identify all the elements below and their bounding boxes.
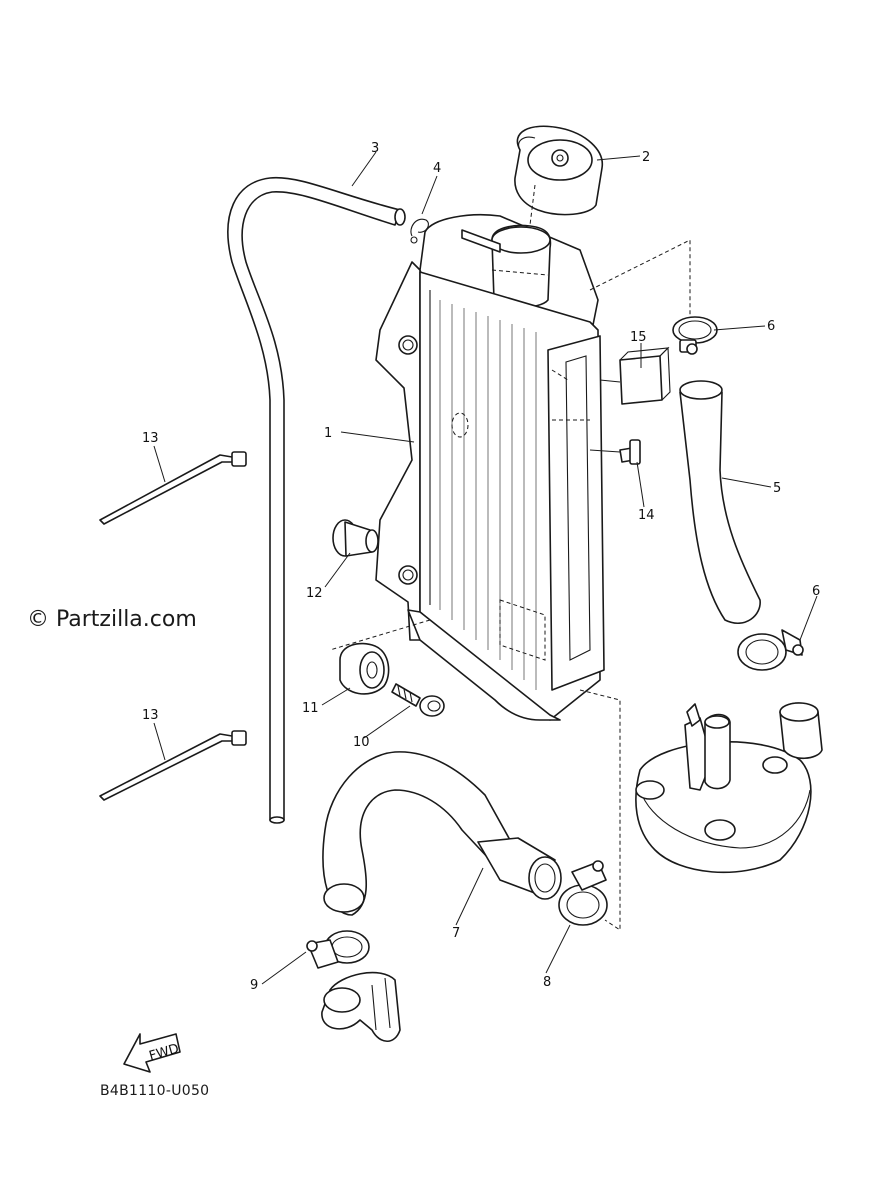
callout-4: 4 <box>433 161 441 176</box>
radiator-cap-part <box>514 125 603 216</box>
forward-direction-arrow: FWD <box>123 1033 181 1073</box>
hose-clamp-8-part <box>558 860 608 926</box>
bolt-small-part <box>589 439 641 465</box>
callout-8: 8 <box>543 975 551 990</box>
callout-7: 7 <box>452 926 460 941</box>
callout-13-lower: 13 <box>142 708 159 723</box>
radiator-hose-part <box>679 380 761 625</box>
callout-6-lower: 6 <box>812 584 820 599</box>
callout-13-upper: 13 <box>142 431 159 446</box>
callout-12: 12 <box>306 586 323 601</box>
damper-part <box>339 642 390 695</box>
breather-hose-part <box>227 176 406 824</box>
hose-clamp-top-part <box>672 316 718 355</box>
callout-5: 5 <box>773 481 781 496</box>
callout-numbers: 1 2 3 4 5 6 6 7 8 9 10 11 12 13 13 14 15 <box>142 141 820 993</box>
callout-11: 11 <box>302 701 319 716</box>
callout-2: 2 <box>642 150 650 165</box>
callout-14: 14 <box>638 508 655 523</box>
hose-clamp-9-part <box>306 930 370 969</box>
engine-fitting-reference <box>321 971 401 1043</box>
cable-tie-lower-part <box>99 730 247 801</box>
bolt-part <box>391 683 445 717</box>
callout-6-top: 6 <box>767 319 775 334</box>
assembly-reference-lines <box>329 239 691 931</box>
hose-clamp-lower-part <box>737 629 804 671</box>
diagram-code: B4B1110-U050 <box>100 1083 210 1099</box>
pad-part <box>599 346 671 405</box>
callout-10: 10 <box>353 735 370 750</box>
callout-15: 15 <box>630 330 647 345</box>
cable-tie-upper-part <box>99 451 247 525</box>
grommet-part <box>332 519 379 557</box>
callout-1: 1 <box>324 426 332 441</box>
radiator-core-fins <box>439 300 537 690</box>
leader-lines <box>153 151 818 985</box>
water-pump-cover <box>635 702 823 874</box>
callout-3: 3 <box>371 141 379 156</box>
callout-9: 9 <box>250 978 258 993</box>
radiator-hose-bent-part <box>322 751 562 916</box>
hose-clip-part <box>410 218 429 244</box>
radiator-part <box>375 184 605 721</box>
watermark-text: © Partzilla.com <box>27 607 197 632</box>
